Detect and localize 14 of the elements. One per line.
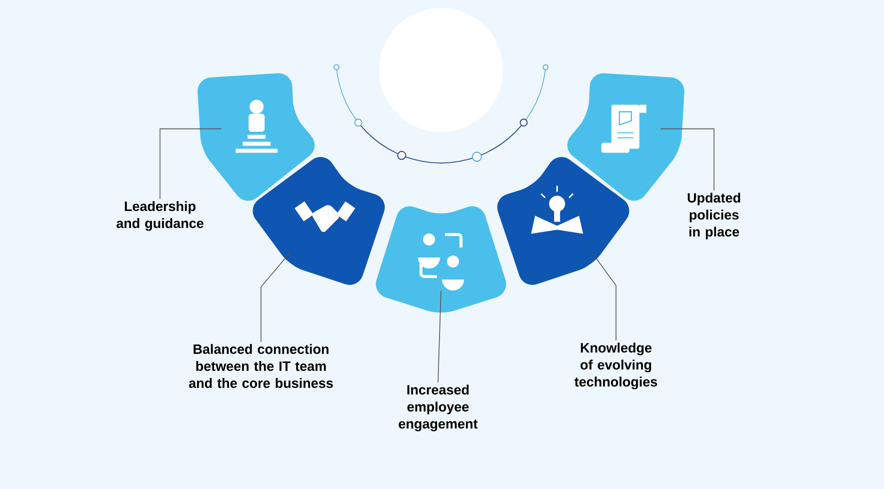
label-text: Increased employee engagement: [398, 384, 478, 432]
tile: [198, 73, 315, 201]
tile: [376, 206, 506, 313]
tile: [252, 157, 385, 285]
leader-line: [438, 290, 442, 383]
leader-line: [592, 252, 616, 341]
label-text: Balanced connection between the IT team and the core business: [189, 344, 333, 388]
label-text: Leadership and guidance: [116, 201, 204, 231]
leader-line: [160, 128, 222, 200]
tile: [497, 157, 630, 285]
label-text: Knowledge of evolving technologies: [574, 342, 658, 390]
label-text: Updated policies in place: [688, 192, 740, 240]
leader-line: [660, 128, 714, 191]
leader-line: [260, 252, 290, 342]
